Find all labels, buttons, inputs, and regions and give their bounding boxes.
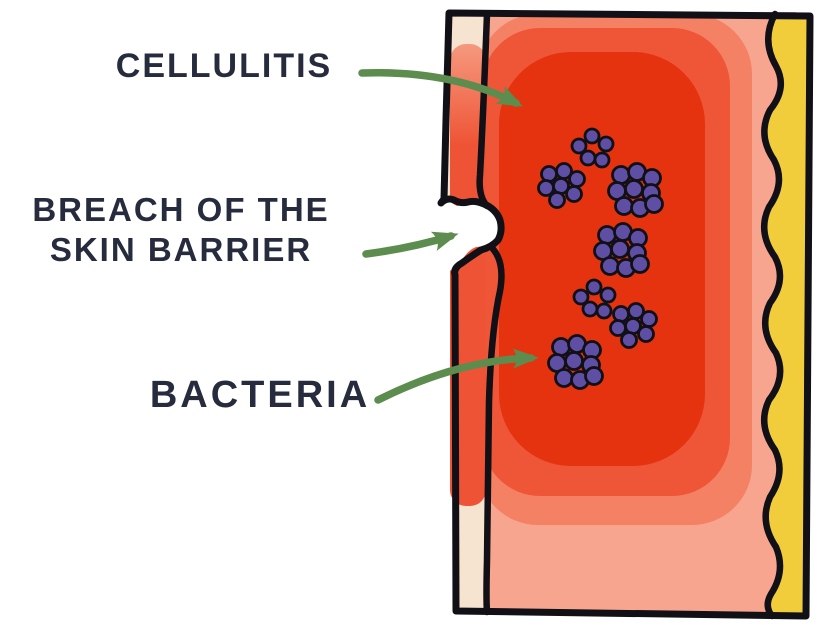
breach-label: BREACH OF THE SKIN BARRIER xyxy=(0,190,362,271)
skin-breach-notch xyxy=(430,202,500,271)
bacteria-cluster xyxy=(547,334,604,390)
epidermis-dermis-line-upper xyxy=(476,10,491,210)
cellulitis-arrow xyxy=(358,69,524,107)
annotation-arrows xyxy=(358,69,539,404)
breach-arrow xyxy=(362,231,459,258)
bacteria-cluster xyxy=(593,222,650,278)
bacteria-arrow xyxy=(374,348,539,404)
skin-outline-frame xyxy=(437,9,814,620)
epidermis-dermis-line-lower xyxy=(483,245,505,616)
inflamed-epidermis-strip xyxy=(450,44,486,506)
breach-label-line1: BREACH OF THE xyxy=(32,191,330,228)
bacteria-cluster xyxy=(607,162,664,218)
bacteria-label: BACTERIA xyxy=(149,374,371,416)
breach-label-line2: SKIN BARRIER xyxy=(49,231,313,269)
cellulitis-label: CELLULITIS xyxy=(115,47,333,85)
subcutaneous-fat-layer xyxy=(764,14,810,616)
dermis-subcutis-boundary-line xyxy=(760,10,785,620)
